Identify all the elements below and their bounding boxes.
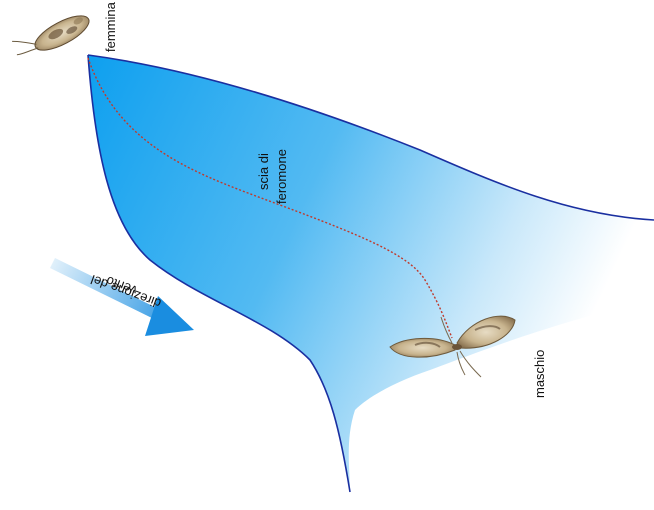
trail-label-line2: feromone <box>274 149 289 204</box>
male-label: maschio <box>532 350 547 398</box>
pheromone-plume <box>88 55 654 492</box>
female-label: femmina <box>103 1 118 52</box>
trail-label-line1: scia di <box>256 153 271 190</box>
female-moth-icon <box>10 5 93 66</box>
